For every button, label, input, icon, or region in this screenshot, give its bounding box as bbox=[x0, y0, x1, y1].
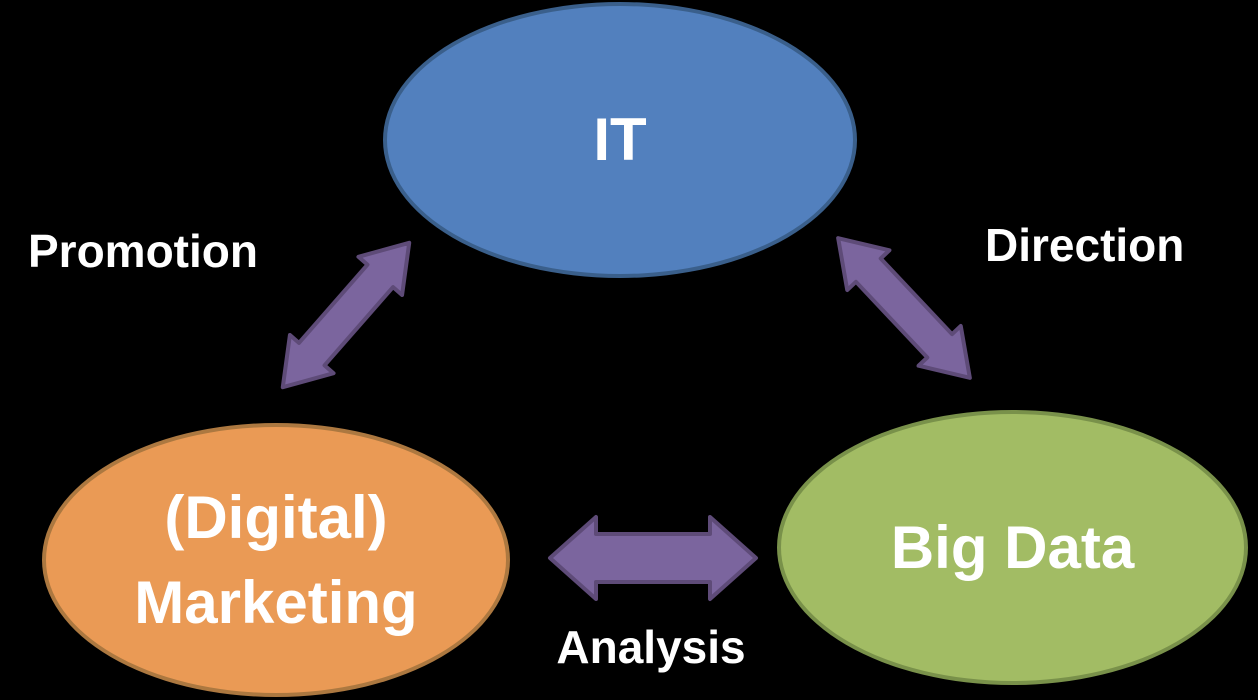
node-digital-marketing-label-line2: Marketing bbox=[134, 569, 418, 636]
node-big-data-label: Big Data bbox=[890, 513, 1135, 581]
edge-label-promotion: Promotion bbox=[28, 225, 258, 277]
direction-double-arrow-icon bbox=[836, 236, 972, 380]
node-digital-marketing-label-line1: (Digital) bbox=[164, 483, 388, 551]
analysis-double-arrow-icon bbox=[548, 515, 758, 601]
promotion-double-arrow-icon bbox=[280, 240, 412, 390]
edge-label-direction: Direction bbox=[985, 219, 1185, 271]
node-big-data: Big Data bbox=[777, 410, 1248, 685]
node-it-label: IT bbox=[593, 106, 647, 174]
edge-label-analysis: Analysis bbox=[556, 621, 746, 673]
node-digital-marketing: (Digital) Marketing bbox=[42, 423, 510, 697]
node-it: IT bbox=[383, 2, 857, 278]
